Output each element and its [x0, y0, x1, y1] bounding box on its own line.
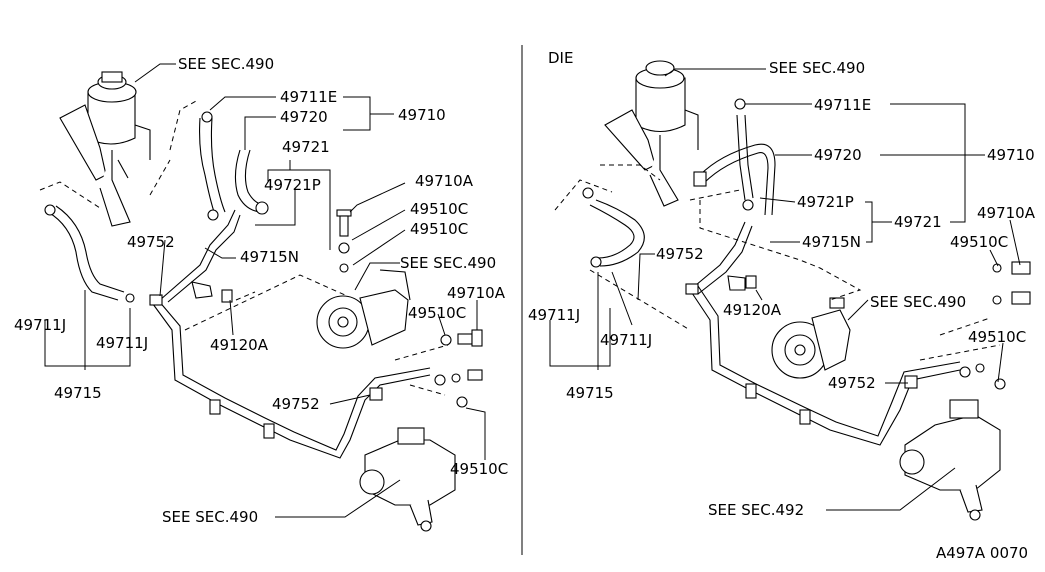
hose-49720-left [199, 111, 269, 221]
right-label-49752-top: 49752 [656, 245, 704, 263]
left-see-sec-490-top: SEE SEC.490 [178, 55, 274, 73]
leader-lines-left [44, 63, 486, 518]
left-label-49715: 49715 [54, 384, 102, 402]
fasteners-left [191, 209, 483, 347]
pump-left [316, 269, 411, 349]
left-label-49510C-c: 49510C [408, 304, 466, 322]
right-label-49720: 49720 [814, 146, 862, 164]
left-label-49711J-a: 49711J [14, 316, 66, 334]
left-see-sec-490-bottom: SEE SEC.490 [162, 508, 258, 526]
right-label-49721: 49721 [894, 213, 942, 231]
left-label-49710A-mid: 49710A [447, 284, 506, 302]
variant-label-die: DIE [548, 49, 573, 67]
left-label-49721: 49721 [282, 138, 330, 156]
right-label-49715N: 49715N [802, 233, 861, 251]
right-label-49710: 49710 [987, 146, 1035, 164]
right-label-49711E: 49711E [814, 96, 871, 114]
left-label-49510C-a: 49510C [410, 200, 468, 218]
right-label-49510C-a: 49510C [950, 233, 1008, 251]
left-label-49711J-b: 49711J [96, 334, 148, 352]
pipe-lines-left [149, 209, 431, 459]
left-label-49715N: 49715N [240, 248, 299, 266]
hose-49720-right [693, 98, 776, 216]
left-label-49510C-d: 49510C [450, 460, 508, 478]
left-label-49711E: 49711E [280, 88, 337, 106]
left-label-49120A: 49120A [210, 336, 269, 354]
left-label-49710: 49710 [398, 106, 446, 124]
right-label-49510C-b: 49510C [968, 328, 1026, 346]
left-label-49510C-b: 49510C [410, 220, 468, 238]
leader-lines-right [549, 68, 1021, 511]
hose-49711J-right [582, 187, 645, 268]
fasteners-right [727, 261, 1031, 305]
right-label-49721P: 49721P [797, 193, 854, 211]
right-label-49711J-a: 49711J [528, 306, 580, 324]
reservoir-left [59, 71, 151, 227]
left-label-49752-bottom: 49752 [272, 395, 320, 413]
left-panel: SEE SEC.490 49711E 49720 49710 49721 497… [14, 55, 508, 532]
pipe-lines-right [685, 221, 961, 446]
right-see-sec-492: SEE SEC.492 [708, 501, 804, 519]
left-see-sec-490-mid: SEE SEC.490 [400, 254, 496, 272]
pump-right [771, 297, 851, 379]
right-label-49710A: 49710A [977, 204, 1036, 222]
left-label-49721P: 49721P [264, 176, 321, 194]
right-panel: DIE [528, 49, 1036, 521]
right-label-49715: 49715 [566, 384, 614, 402]
hose-49711J-left [44, 204, 135, 303]
diagram-code: A497A 0070 [936, 544, 1028, 562]
gearbox-right [899, 363, 1006, 521]
reservoir-right [604, 60, 699, 207]
gearbox-left [359, 369, 483, 532]
right-see-sec-490-mid: SEE SEC.490 [870, 293, 966, 311]
left-label-49752-top: 49752 [127, 233, 175, 251]
right-label-49120A: 49120A [723, 301, 782, 319]
left-label-49710A-top: 49710A [415, 172, 474, 190]
right-label-49711J-b: 49711J [600, 331, 652, 349]
left-label-49720: 49720 [280, 108, 328, 126]
right-label-49752-bottom: 49752 [828, 374, 876, 392]
right-see-sec-490-top: SEE SEC.490 [769, 59, 865, 77]
